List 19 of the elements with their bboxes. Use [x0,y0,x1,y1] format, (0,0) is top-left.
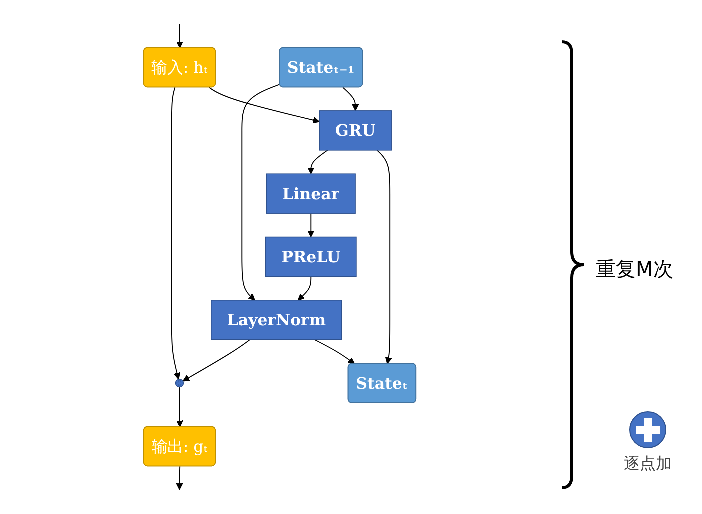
arrow [182,339,251,382]
arrow [314,339,356,364]
arrow [376,150,392,364]
node-box: Linear [266,174,356,214]
arrow [208,87,320,124]
repeat-label: 重复M次 [596,256,674,283]
arrow [298,276,312,301]
legend-label: 逐点加 [624,454,672,475]
arrow [176,466,184,490]
node-box: PReLU [265,236,357,278]
arrow [176,24,184,48]
arrow [171,87,181,380]
arrow [242,84,280,301]
node-box: LayerNorm [211,300,342,340]
arrow [176,386,184,428]
node-box: GRU [319,110,392,151]
arrow [308,213,315,238]
arrow [342,87,360,112]
arrow [308,150,328,174]
